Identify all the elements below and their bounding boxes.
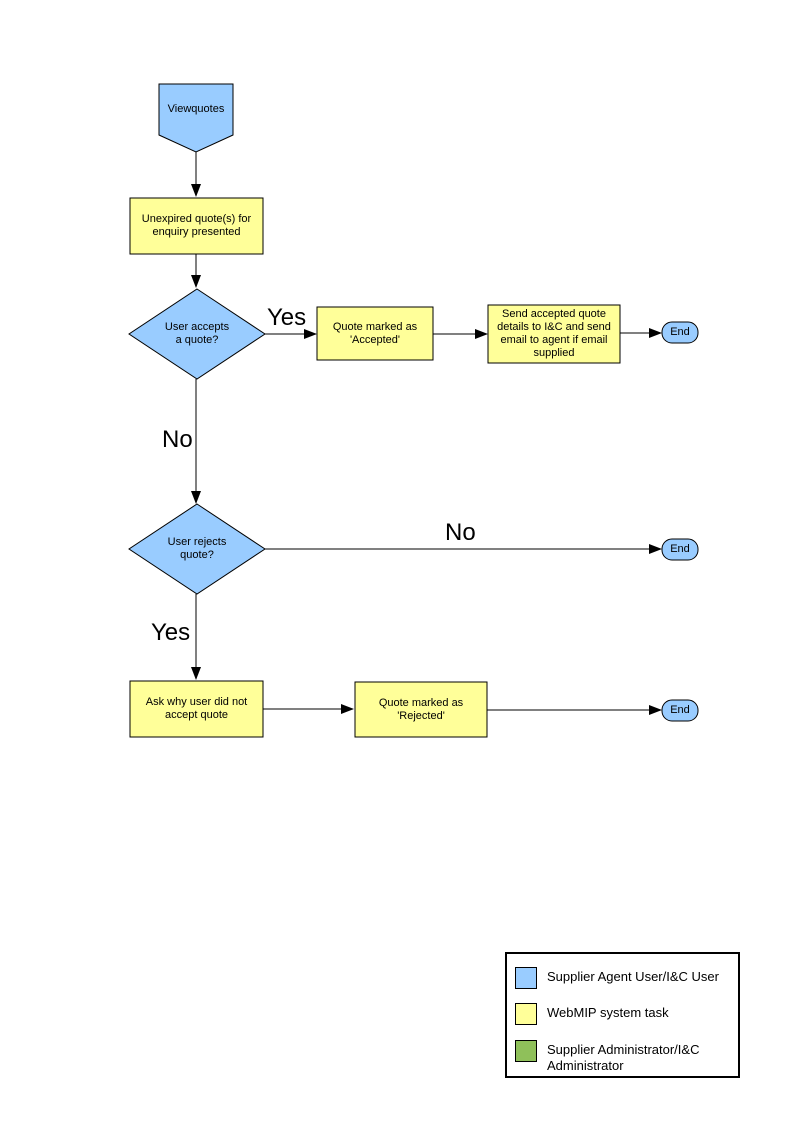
legend-swatch-task — [515, 1003, 537, 1025]
edge-label-accept-yes: Yes — [267, 304, 307, 331]
present-quotes-box-shape — [129, 197, 264, 255]
legend-label-task: WebMIP system task — [547, 1005, 669, 1020]
mark-rejected-box-shape — [354, 681, 488, 738]
end-accept-terminator-shape — [661, 321, 699, 344]
legend-label-actor: Supplier Agent User/I&C User — [547, 969, 719, 984]
ask-why-box-shape — [129, 680, 264, 738]
legend-swatch-admin — [515, 1040, 537, 1062]
end-reject-terminator-shape — [661, 699, 699, 722]
send-details-box-shape — [487, 304, 621, 364]
legend-item-actor: Supplier Agent User/I&C User — [515, 967, 719, 989]
actor-color-swatch — [515, 967, 537, 989]
reject-decision-diamond-shape — [128, 503, 266, 595]
legend-item-admin: Supplier Administrator/I&C Administrator — [515, 1040, 699, 1074]
accept-decision-diamond-shape — [128, 288, 266, 380]
legend-swatch-actor — [515, 967, 537, 989]
edge-label-reject-no: No — [445, 519, 476, 546]
start-pentagon-shape — [158, 83, 234, 153]
mark-accepted-box-shape — [316, 306, 434, 361]
edge-label-accept-no: No — [162, 426, 193, 453]
task-color-swatch — [515, 1003, 537, 1025]
edge-label-reject-yes: Yes — [151, 619, 191, 646]
admin-color-swatch — [515, 1040, 537, 1062]
end-no-reject-terminator-shape — [661, 538, 699, 561]
legend-box: Supplier Agent User/I&C User WebMIP syst… — [505, 952, 740, 1078]
legend-item-task: WebMIP system task — [515, 1003, 669, 1025]
legend-label-admin: Supplier Administrator/I&C Administrator — [547, 1042, 700, 1073]
